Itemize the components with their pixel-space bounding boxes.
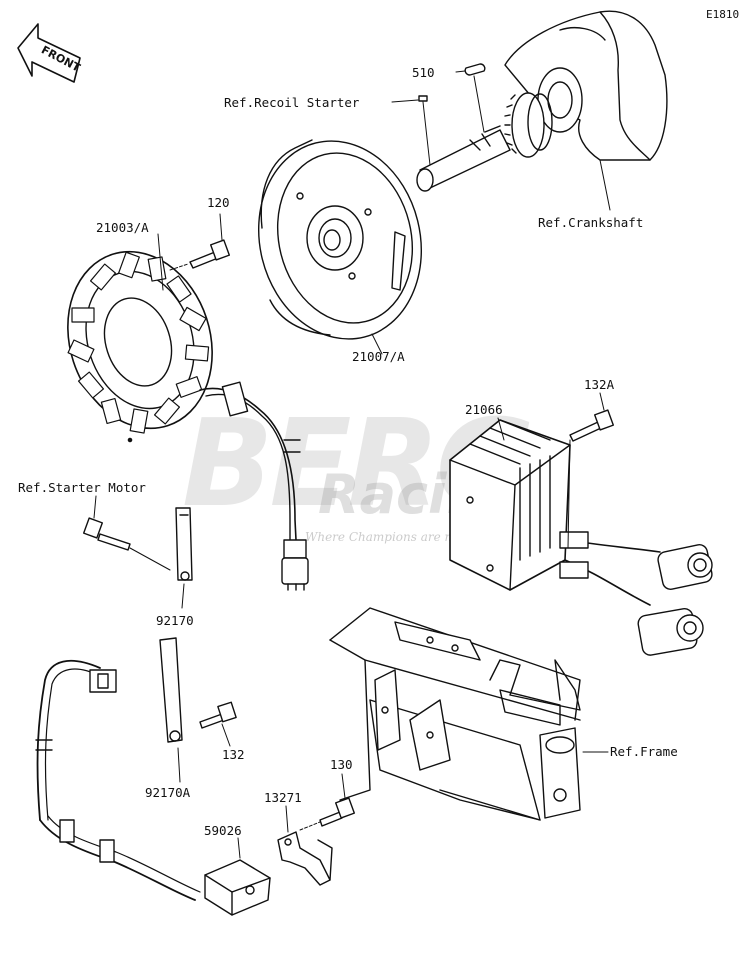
label-510: 510 <box>412 65 435 80</box>
crankshaft-part <box>416 10 668 192</box>
diagram-code: E1810 <box>706 8 740 21</box>
strap-92170a-part <box>159 637 183 743</box>
frame-part <box>329 607 581 821</box>
label-120: 120 <box>207 195 230 210</box>
label-21007a: 21007/A <box>352 349 405 364</box>
label-ref-starter-motor: Ref.Starter Motor <box>18 480 146 495</box>
label-ref-frame: Ref.Frame <box>610 744 678 759</box>
key-510-part <box>464 63 486 76</box>
sensor-59026-part <box>204 859 271 916</box>
watermark-tagline: Where Champions are made <box>305 530 478 544</box>
label-21003a: 21003/A <box>96 220 149 235</box>
bolt-132a-part <box>569 409 615 442</box>
label-13271: 13271 <box>264 790 302 805</box>
label-21066: 21066 <box>465 402 503 417</box>
wire-harness-part <box>35 659 201 901</box>
front-arrow-icon: FRONT <box>17 23 83 83</box>
pin-part <box>418 95 428 102</box>
bolt-120-part <box>189 239 231 269</box>
strap-92170-part <box>175 507 193 581</box>
label-92170a: 92170A <box>145 785 191 800</box>
label-ref-recoil-starter: Ref.Recoil Starter <box>224 95 360 110</box>
label-130: 130 <box>330 757 353 772</box>
label-ref-crankshaft: Ref.Crankshaft <box>538 215 644 230</box>
label-59026: 59026 <box>204 823 242 838</box>
label-132a: 132A <box>584 377 615 392</box>
starter-bolt-part <box>82 517 131 551</box>
flywheel-part <box>257 139 423 340</box>
label-132: 132 <box>222 747 245 762</box>
bolt-130-part <box>319 797 356 827</box>
label-92170: 92170 <box>156 613 194 628</box>
bracket-13271-part <box>277 831 333 886</box>
bolt-132-part <box>199 701 237 729</box>
regulator-part <box>449 419 713 656</box>
